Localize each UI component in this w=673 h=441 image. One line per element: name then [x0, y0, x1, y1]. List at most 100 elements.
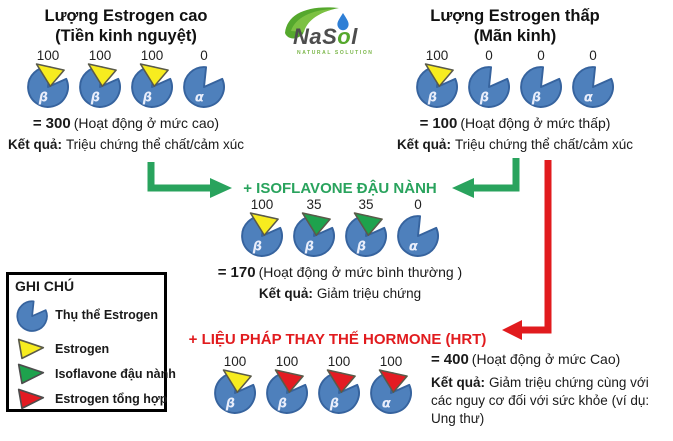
receptor-activity-value: 35	[358, 197, 374, 212]
result-line-low: Kết quả:Triệu chứng thể chất/cảm xúc	[385, 136, 645, 153]
receptor-activity-value: 0	[485, 48, 493, 63]
receptor-shape: β	[131, 63, 173, 108]
water-drop-icon	[337, 12, 349, 31]
receptor-activity-value: 100	[425, 48, 449, 63]
result-label: Kết quả:	[7, 137, 62, 152]
legend-label: Thụ thể Estrogen	[55, 308, 158, 322]
receptor-shape: β	[27, 63, 69, 108]
receptor-shape: β	[79, 63, 121, 108]
legend-label: Estrogen	[55, 341, 110, 356]
group-high-title-line2: (Tiền kinh nguyệt)	[55, 27, 197, 45]
receptor-shape: β	[293, 212, 335, 257]
activity-line-isoflavone: =170(Hoạt động ở mức bình thường )	[215, 264, 465, 281]
receptor-type-label: β	[304, 240, 314, 255]
receptor-shape: β	[468, 66, 510, 108]
estrogen-receptor: 100 β	[129, 49, 176, 108]
receptor-type-label: β	[329, 397, 339, 412]
result-text: Giảm triệu chứng	[316, 286, 422, 301]
nasol-logo: NaSol NATURAL SOLUTION	[277, 3, 397, 58]
receptor-activity-value: 0	[414, 197, 422, 212]
receptor-type-label: β	[427, 91, 437, 106]
legend-item-synthetic: Estrogen tổng hợp	[15, 387, 167, 410]
brand-o: o	[337, 24, 352, 49]
estrogen-receptor-icon	[16, 300, 48, 332]
receptor-type-label: α	[382, 397, 391, 412]
green-arrow-left	[147, 162, 232, 198]
synthetic-estrogen-icon	[17, 388, 45, 410]
activity-note: (Hoạt động ở mức bình thường )	[258, 264, 463, 280]
estrogen-ligand-icon	[222, 369, 252, 394]
receptor-activity-value: 100	[275, 354, 299, 369]
activity-note: (Hoạt động ở mức cao)	[73, 115, 220, 131]
result-label: Kết quả:	[396, 137, 451, 152]
activity-value: 100	[432, 115, 458, 132]
synthetic-ligand-icon	[378, 369, 408, 394]
nasol-brand-text: NaSol	[293, 25, 358, 49]
receptor-shape: α	[183, 66, 225, 108]
red-arrow-hrt	[502, 160, 552, 340]
isoflavone-ligand-icon	[301, 212, 331, 237]
brand-part: NaS	[293, 24, 338, 49]
activity-line-hrt: =400(Hoạt động ở mức Cao)	[431, 351, 671, 368]
nasol-logo-graphic	[285, 7, 349, 39]
receptor-activity-value: 100	[379, 354, 403, 369]
estrogen-receptor: 100 α	[368, 355, 415, 414]
receptor-type-label: β	[142, 91, 152, 106]
receptor-type-label: β	[531, 91, 541, 106]
nasol-tagline: NATURAL SOLUTION	[297, 50, 374, 56]
receptor-shape: β	[266, 369, 308, 414]
receptor-shape: β	[318, 369, 360, 414]
estrogen-icon	[17, 338, 45, 360]
receptor-shape: α	[370, 369, 412, 414]
hrt-result-block: =400(Hoạt động ở mức Cao) Kết quả:Giảm t…	[431, 351, 671, 428]
activity-eq: =	[431, 351, 440, 368]
group-high-title-line1: Lượng Estrogen cao	[44, 7, 208, 25]
legend-title: GHI CHÚ	[15, 278, 75, 294]
activity-note: (Hoạt động ở mức thấp)	[460, 115, 611, 131]
receptor-shape: β	[214, 369, 256, 414]
receptor-type-label: β	[479, 91, 489, 106]
receptor-activity-value: 0	[537, 48, 545, 63]
estrogen-receptor: 100 β	[414, 49, 461, 108]
receptor-type-label: α	[195, 91, 204, 106]
activity-eq: =	[419, 115, 429, 132]
estrogen-ligand-icon	[35, 63, 65, 88]
receptor-shape: β	[345, 212, 387, 257]
activity-eq: =	[217, 264, 227, 281]
receptor-activity-value: 0	[589, 48, 597, 63]
estrogen-ligand-icon	[139, 63, 169, 88]
activity-value: 300	[45, 115, 71, 132]
legend-label: Estrogen tổng hợp	[55, 391, 168, 406]
isoflavone-ligand-icon	[353, 212, 383, 237]
legend-item-receptor: Thụ thể Estrogen	[15, 295, 158, 335]
synthetic-ligand-icon	[326, 369, 356, 394]
estrogen-ligand-icon	[87, 63, 117, 88]
result-line-hrt: Kết quả:Giảm triệu chứng cùng với các ng…	[431, 374, 671, 428]
isoflavone-heading: + ISOFLAVONE ĐẬU NÀNH	[243, 180, 437, 197]
result-text: Triệu chứng thể chất/cảm xúc	[65, 137, 245, 152]
receptor-activity-value: 100	[140, 48, 164, 63]
activity-line-high: =300(Hoạt động ở mức cao)	[0, 115, 252, 132]
legend-box: GHI CHÚ Thụ thể Estrogen Estrogen Isofla…	[6, 272, 176, 412]
hrt-heading: + LIỆU PHÁP THAY THẾ HORMONE (HRT)	[188, 331, 487, 348]
receptor-type-label: α	[409, 240, 418, 255]
receptor-activity-value: 100	[88, 48, 112, 63]
legend-label: Isoflavone đậu nành	[55, 366, 176, 381]
receptor-shape: α	[572, 66, 614, 108]
receptor-activity-value: 35	[306, 197, 322, 212]
